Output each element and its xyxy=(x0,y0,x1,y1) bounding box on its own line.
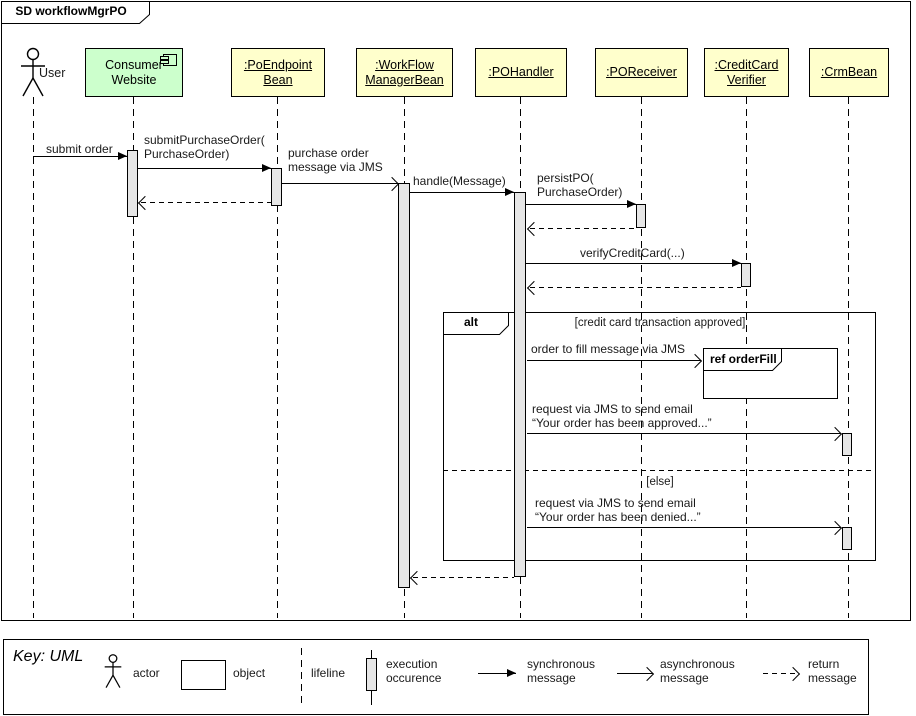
execution-pohandler xyxy=(514,192,526,577)
key-object-icon xyxy=(181,660,226,690)
msg-order-fill-line xyxy=(527,360,701,361)
sync-arrowhead xyxy=(507,669,516,677)
sync-arrowhead xyxy=(118,152,127,160)
lifeline-user xyxy=(33,97,34,618)
guard-else: [else] xyxy=(646,476,674,488)
return-to-consumer-line xyxy=(141,202,271,203)
key-sync-line xyxy=(478,673,516,674)
msg-persist-line xyxy=(526,204,636,205)
msg-handle-line xyxy=(410,192,514,193)
key-execution-bar xyxy=(366,658,377,691)
msg-po-jms-line xyxy=(282,183,398,184)
key-actor-icon xyxy=(104,654,122,688)
sync-arrowhead xyxy=(262,164,271,172)
execution-poreceiver xyxy=(636,204,646,228)
key-async-label: asynchronous message xyxy=(660,657,735,685)
key-execution-label: execution occurence xyxy=(386,657,442,685)
key-title: Key: UML xyxy=(13,648,84,665)
key-async-line xyxy=(617,673,653,674)
msg-order-fill-label: order to fill message via JMS xyxy=(531,342,686,356)
participant-consumer-website: Consumer Website xyxy=(85,48,183,97)
key-return-line xyxy=(763,673,799,674)
msg-submit-order-label: submit order xyxy=(46,142,113,156)
msg-verify-label: verifyCreditCard(...) xyxy=(580,246,685,260)
msg-email-approved-label: request via JMS to send email “Your orde… xyxy=(532,402,712,430)
msg-persist-label: persistPO( PurchaseOrder) xyxy=(537,171,623,199)
lifeline-poreceiver xyxy=(641,97,642,618)
ref-label: ref orderFill xyxy=(710,352,777,366)
lifeline-poendpoint xyxy=(277,97,278,618)
participant-pohandler-label: :POHandler xyxy=(488,65,554,79)
participant-crmbean: :CrmBean xyxy=(809,48,889,97)
msg-email-denied-line xyxy=(527,527,841,528)
key-object-label: object xyxy=(233,666,266,680)
key-return-label: return message xyxy=(808,657,857,685)
alt-operator-label: alt xyxy=(463,315,478,329)
lifeline-crmbean xyxy=(848,97,849,618)
msg-submit-order-line xyxy=(33,156,127,157)
participant-poendpoint-bean: :PoEndpoint Bean xyxy=(231,48,325,97)
return-to-pohandler-line xyxy=(530,228,636,229)
alt-divider xyxy=(443,470,874,471)
return-verify-line xyxy=(530,287,741,288)
participant-crmbean-label: :CrmBean xyxy=(820,65,878,79)
execution-consumer xyxy=(127,150,138,217)
msg-submit-po-line xyxy=(138,168,271,169)
key-box xyxy=(3,639,869,715)
execution-poendpoint xyxy=(271,168,282,206)
alt-fragment xyxy=(443,312,876,561)
participant-poreceiver: :POReceiver xyxy=(595,48,688,97)
participant-creditcard-verifier-label: :CreditCard Verifier xyxy=(714,57,779,87)
component-icon xyxy=(160,54,177,66)
sync-arrowhead xyxy=(732,259,741,267)
participant-workflow-managerbean: :WorkFlow ManagerBean xyxy=(356,48,453,97)
participant-consumer-website-label: Consumer Website xyxy=(105,57,163,87)
msg-verify-line xyxy=(526,263,741,264)
key-actor-label: actor xyxy=(133,666,160,680)
sync-arrowhead xyxy=(505,188,514,196)
key-lifeline-icon xyxy=(301,648,302,704)
ref-tab xyxy=(703,348,782,371)
guard-approved: [credit card transaction approved] xyxy=(574,317,746,329)
participant-creditcard-verifier: :CreditCard Verifier xyxy=(704,48,789,97)
return-to-workflow-line xyxy=(413,577,514,578)
msg-email-denied-label: request via JMS to send email “Your orde… xyxy=(535,496,701,524)
msg-po-jms-label: purchase order message via JMS xyxy=(288,146,383,174)
msg-submit-po-label: submitPurchaseOrder( PurchaseOrder) xyxy=(144,133,265,161)
participant-poreceiver-label: :POReceiver xyxy=(606,65,677,79)
diagram-frame xyxy=(1,1,911,621)
title-tab xyxy=(1,1,150,24)
participant-pohandler: :POHandler xyxy=(475,48,567,97)
msg-email-approved-line xyxy=(527,433,841,434)
lifeline-consumer xyxy=(133,97,134,618)
execution-crmbean-2 xyxy=(842,527,852,550)
execution-workflow xyxy=(398,183,410,588)
participant-poendpoint-bean-label: :PoEndpoint Bean xyxy=(243,57,313,87)
execution-creditcard xyxy=(741,263,751,287)
msg-handle-label: handle(Message) xyxy=(413,174,506,188)
actor-icon xyxy=(21,47,45,97)
participant-workflow-managerbean-label: :WorkFlow ManagerBean xyxy=(365,57,444,87)
sync-arrowhead xyxy=(627,200,636,208)
key-lifeline-label: lifeline xyxy=(311,666,346,680)
key-sync-label: synchronous message xyxy=(527,657,596,685)
execution-crmbean-1 xyxy=(842,433,852,456)
alt-operator-tab xyxy=(443,312,509,335)
participant-user-label: User xyxy=(39,66,66,80)
diagram-title: SD workflowMgrPO xyxy=(15,4,127,18)
